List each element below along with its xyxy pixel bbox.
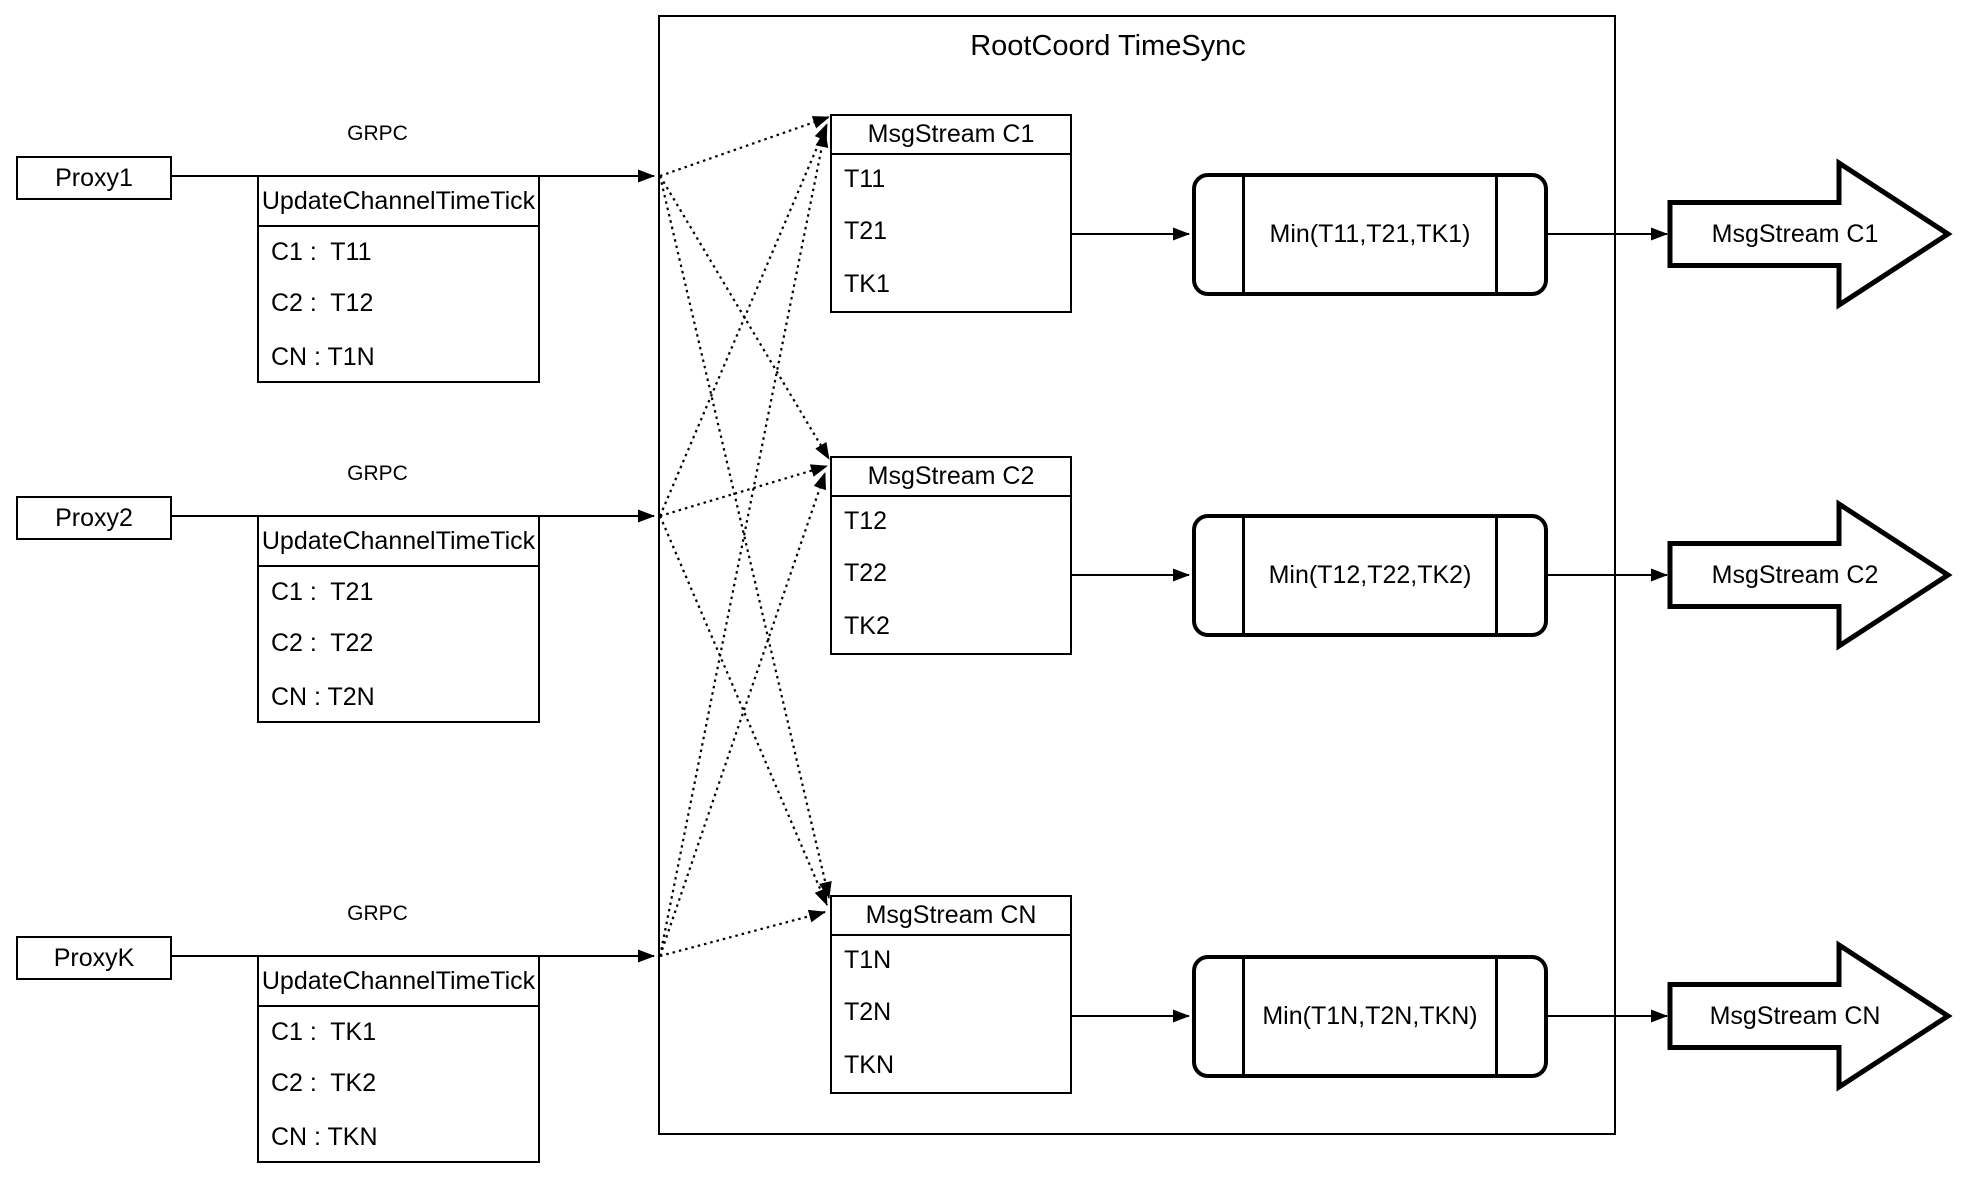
fanout-p1-cn bbox=[658, 175, 832, 899]
output-arrow-c2 bbox=[1667, 499, 1953, 651]
message-row: C1 : T21 bbox=[271, 578, 374, 606]
msgstream-table-cn: MsgStream CN T1N T2N TKN bbox=[830, 895, 1072, 1094]
fanout-pk-c2 bbox=[658, 472, 827, 957]
output-arrow-cn bbox=[1667, 940, 1953, 1092]
tick-row: TK2 bbox=[844, 612, 890, 640]
tick-row: T11 bbox=[844, 165, 886, 193]
message-title: UpdateChannelTimeTick bbox=[259, 517, 538, 567]
output-arrow-c1 bbox=[1667, 158, 1953, 310]
grpc-label-k: GRPC bbox=[347, 902, 408, 925]
rootcoord-box bbox=[658, 15, 1616, 1135]
fanout-p2-cn bbox=[658, 515, 829, 906]
min-label: Min(T1N,T2N,TKN) bbox=[1262, 1002, 1478, 1030]
tick-row: T22 bbox=[844, 559, 888, 587]
msgstream-title: MsgStream CN bbox=[832, 897, 1070, 936]
min-label: Min(T12,T22,TK2) bbox=[1268, 561, 1472, 589]
message-row: C2 : T12 bbox=[271, 289, 374, 317]
proxy-label: ProxyK bbox=[53, 943, 135, 972]
msgstream-table-c2: MsgStream C2 T12 T22 TK2 bbox=[830, 456, 1072, 655]
update-message-table-k: UpdateChannelTimeTick C1 : TK1 C2 : TK2 … bbox=[257, 955, 540, 1163]
fanout-pk-cn bbox=[659, 909, 826, 958]
msgstream-title: MsgStream C1 bbox=[832, 116, 1070, 155]
min-box-left-bar bbox=[1242, 518, 1245, 633]
min-label: Min(T11,T21,TK1) bbox=[1269, 220, 1471, 248]
tick-row: T21 bbox=[844, 217, 888, 245]
min-box-left-bar bbox=[1242, 959, 1245, 1074]
grpc-label-2: GRPC bbox=[347, 462, 408, 485]
msgstream-title: MsgStream C2 bbox=[832, 458, 1070, 497]
min-box-right-bar bbox=[1495, 959, 1498, 1074]
min-box-left-bar bbox=[1242, 177, 1245, 292]
min-box-c2: Min(T12,T22,TK2) bbox=[1192, 514, 1548, 637]
proxy-label: Proxy1 bbox=[55, 163, 133, 192]
message-title: UpdateChannelTimeTick bbox=[259, 957, 538, 1007]
message-row: C2 : TK2 bbox=[271, 1069, 377, 1097]
message-title: UpdateChannelTimeTick bbox=[259, 177, 538, 227]
tick-row: TKN bbox=[844, 1051, 894, 1079]
message-row: CN : T2N bbox=[271, 683, 375, 711]
output-arrow-label-cn: MsgStream CN bbox=[1709, 1001, 1881, 1030]
tick-row: T1N bbox=[844, 946, 892, 974]
output-arrow-label-c2: MsgStream C2 bbox=[1711, 560, 1879, 589]
tick-row: TK1 bbox=[844, 270, 890, 298]
message-row: C1 : TK1 bbox=[271, 1018, 377, 1046]
proxy-box-2: Proxy2 bbox=[16, 496, 172, 540]
message-row: CN : T1N bbox=[271, 343, 375, 371]
message-row: C1 : T11 bbox=[271, 238, 372, 266]
proxy-box-k: ProxyK bbox=[16, 936, 172, 980]
min-box-right-bar bbox=[1495, 518, 1498, 633]
min-box-cn: Min(T1N,T2N,TKN) bbox=[1192, 955, 1548, 1078]
min-box-right-bar bbox=[1495, 177, 1498, 292]
update-message-table-1: UpdateChannelTimeTick C1 : T11 C2 : T12 … bbox=[257, 175, 540, 383]
message-row: C2 : T22 bbox=[271, 629, 374, 657]
update-message-table-2: UpdateChannelTimeTick C1 : T21 C2 : T22 … bbox=[257, 515, 540, 723]
proxy-box-1: Proxy1 bbox=[16, 156, 172, 200]
output-arrow-label-c1: MsgStream C1 bbox=[1711, 219, 1879, 248]
tick-row: T2N bbox=[844, 998, 892, 1026]
fanout-p2-c2 bbox=[659, 464, 828, 518]
message-row: CN : TKN bbox=[271, 1123, 378, 1151]
rootcoord-title: RootCoord TimeSync bbox=[970, 30, 1246, 62]
proxy-label: Proxy2 bbox=[55, 503, 133, 532]
grpc-label-1: GRPC bbox=[347, 122, 408, 145]
msgstream-table-c1: MsgStream C1 T11 T21 TK1 bbox=[830, 114, 1072, 313]
min-box-c1: Min(T11,T21,TK1) bbox=[1192, 173, 1548, 296]
tick-row: T12 bbox=[844, 507, 888, 535]
